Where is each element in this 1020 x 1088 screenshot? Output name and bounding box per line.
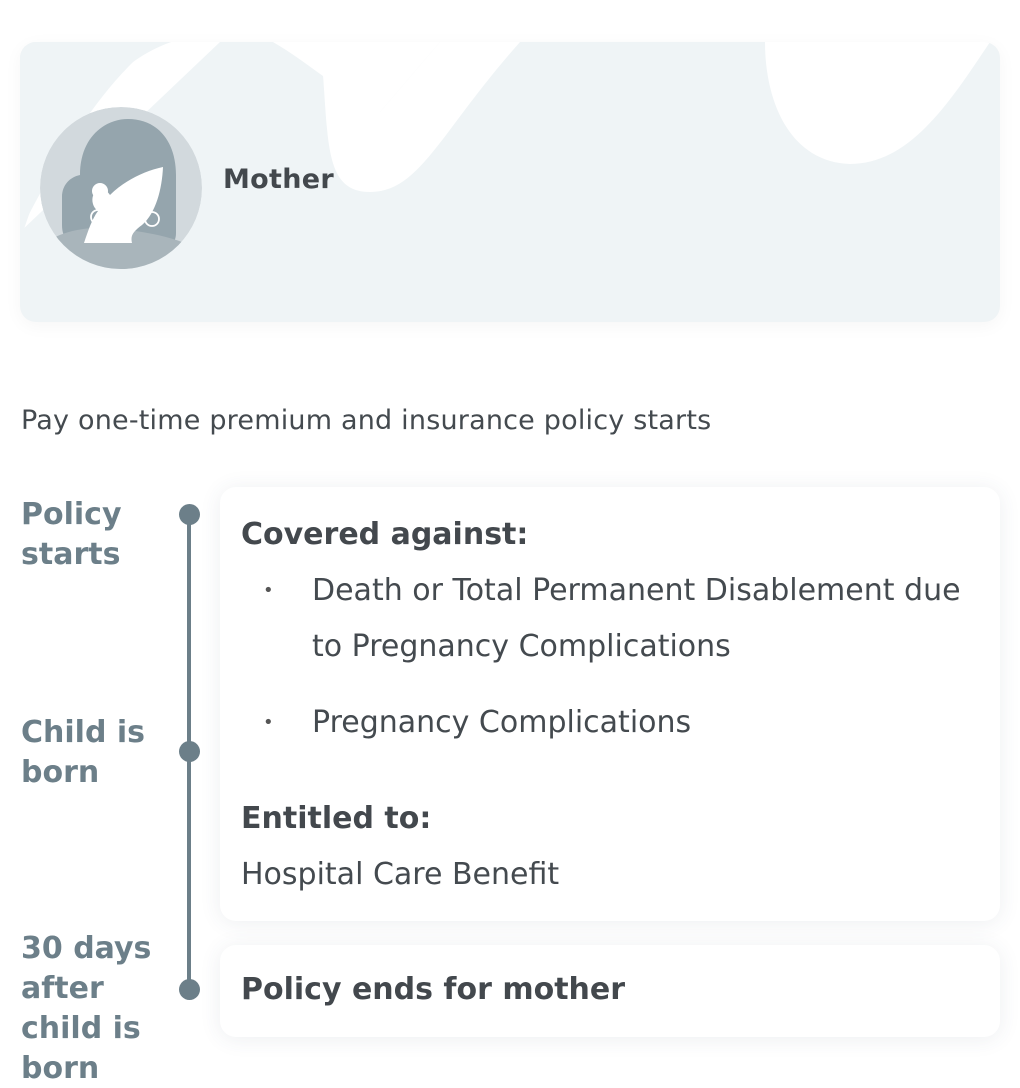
bullet-icon: • (263, 580, 274, 601)
timeline-dot-policy-ends (179, 979, 200, 1000)
covered-item-death-tpd: Death or Total Permanent Disablement due… (312, 573, 961, 664)
intro-text: Pay one-time premium and insurance polic… (21, 405, 712, 436)
timeline-label-30-days-after: 30 days after child is born (21, 931, 152, 1086)
profile-name: Mother (223, 164, 334, 195)
timeline-dot-policy-starts (179, 504, 200, 525)
covered-item-pregnancy-complications: Pregnancy Complications (312, 705, 692, 740)
timeline-label-policy-starts: Policy starts (21, 497, 122, 572)
coverage-card: Covered against: • Death or Total Perman… (220, 487, 1000, 921)
timeline-label-child-born: Child is born (21, 715, 145, 790)
mother-avatar-icon (40, 107, 202, 269)
entitled-benefit: Hospital Care Benefit (241, 857, 560, 892)
policy-ends-text: Policy ends for mother (241, 972, 626, 1007)
bullet-icon: • (263, 712, 274, 733)
entitled-to-heading: Entitled to: (241, 801, 432, 836)
profile-card: Mother (20, 42, 1000, 322)
background-wave-decoration (20, 42, 990, 242)
covered-against-heading: Covered against: (241, 517, 529, 552)
policy-ends-card: Policy ends for mother (220, 945, 1000, 1037)
avatar (40, 107, 202, 269)
timeline-dot-child-born (179, 741, 200, 762)
